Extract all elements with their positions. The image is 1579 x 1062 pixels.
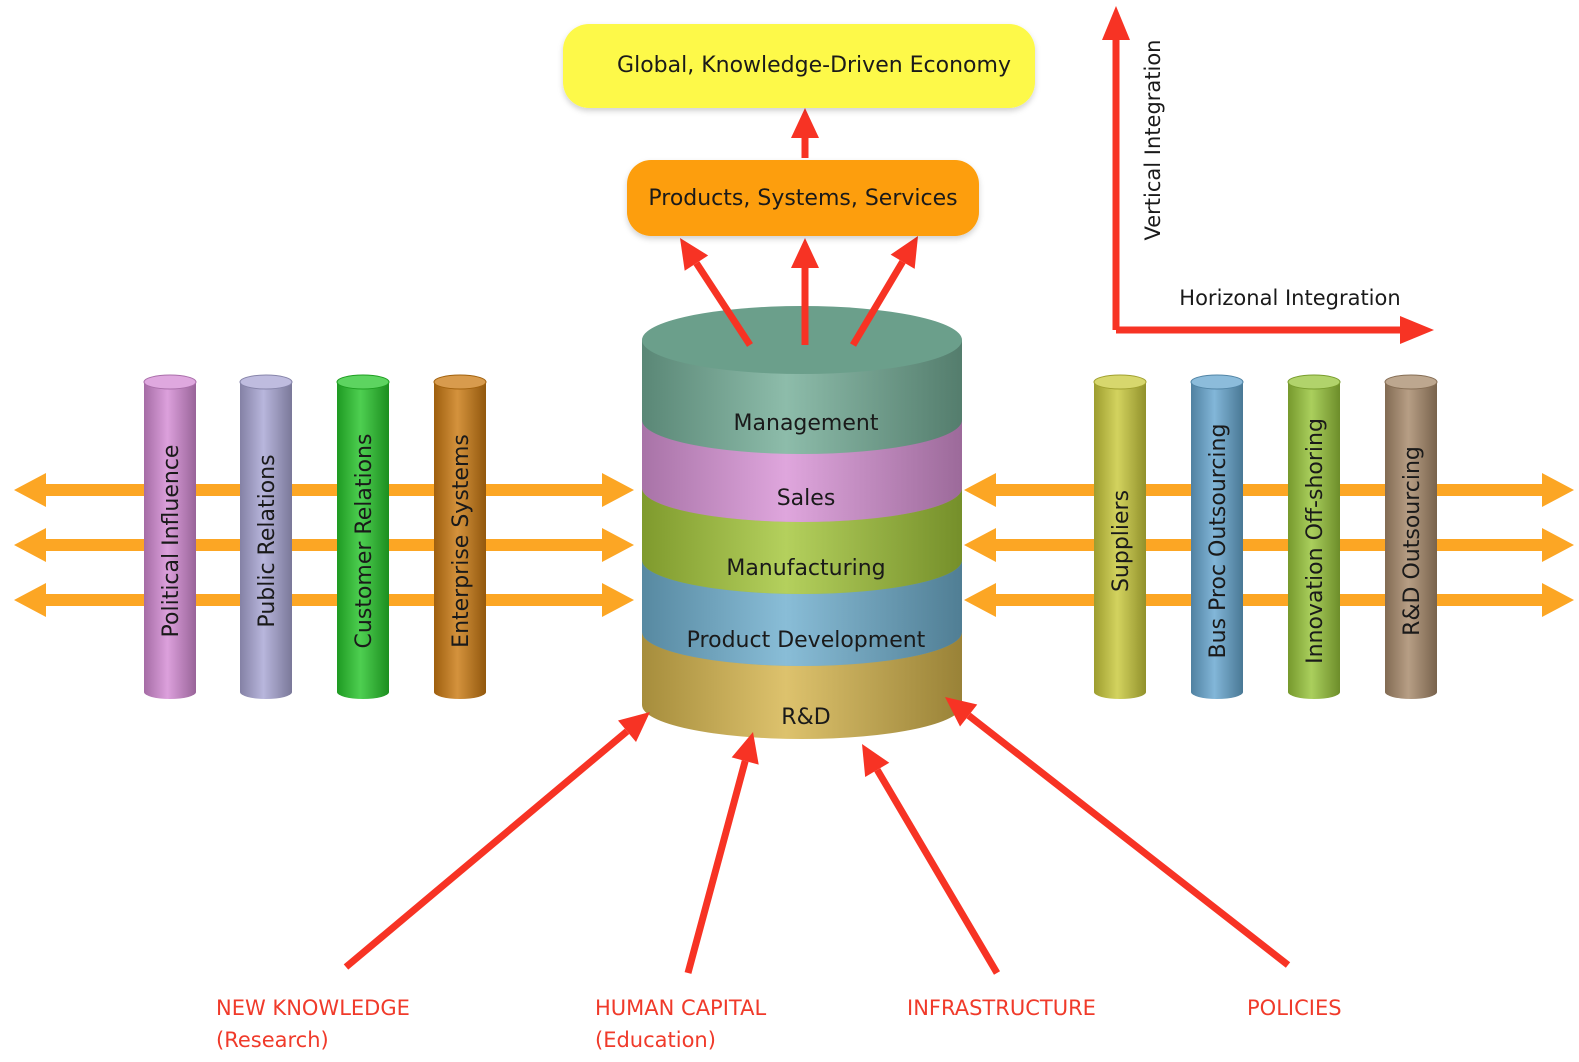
left-pillar-label: Customer Relations xyxy=(352,434,377,649)
right-pillar-body xyxy=(1288,382,1340,699)
stack-layer-label: Sales xyxy=(777,486,836,511)
left-pillar-1: Political Influence xyxy=(143,374,197,699)
human-capital-label: HUMAN CAPITAL xyxy=(595,996,766,1020)
left-pillar-body xyxy=(434,382,486,699)
left-pillar-2: Public Relations xyxy=(239,374,293,699)
left-pillar-top xyxy=(336,374,390,390)
research-label: (Research) xyxy=(216,1028,329,1052)
human-capital-arrow xyxy=(684,732,759,974)
products-label: Products, Systems, Services xyxy=(648,186,957,211)
right-pillar-top xyxy=(1287,374,1341,390)
global-economy-box-shape xyxy=(563,24,1035,108)
right-pillar-label: Bus Proc Outsourcing xyxy=(1206,424,1231,659)
right-pillar-3: Innovation Off-shoring xyxy=(1287,374,1341,699)
stack-to-products-arrow-right xyxy=(849,236,918,347)
vertical-axis-arrowhead xyxy=(1102,6,1130,40)
right-horizontal-arrow-1 xyxy=(964,473,1574,507)
right-pillar-4: R&D Outsourcing xyxy=(1384,374,1438,699)
right-pillar-body xyxy=(1385,382,1437,699)
left-pillars-group: Political Influence Public Relations Custo… xyxy=(143,374,487,699)
right-pillar-label: Innovation Off-shoring xyxy=(1303,418,1328,664)
right-pillars-group: Suppliers Bus Proc Outsourcing Innovation … xyxy=(1093,374,1438,699)
vertical-integration-label: Vertical Integration xyxy=(1141,40,1165,241)
horizontal-integration-label: Horizonal Integration xyxy=(1179,286,1400,310)
left-pillar-label: Enterprise Systems xyxy=(449,434,474,648)
stack-layer-label: Manufacturing xyxy=(726,556,885,581)
left-pillar-label: Political Influence xyxy=(159,445,184,638)
right-pillar-label: Suppliers xyxy=(1109,490,1134,592)
input-labels: NEW KNOWLEDGE (Research) HUMAN CAPITAL (… xyxy=(216,996,1342,1052)
left-pillar-top xyxy=(143,374,197,390)
stack-layer-label: R&D xyxy=(781,705,830,730)
global-economy-label: Global, Knowledge-Driven Economy xyxy=(617,53,1011,78)
right-pillar-top xyxy=(1093,374,1147,390)
left-horizontal-arrow-1 xyxy=(14,473,634,507)
policies-arrow xyxy=(945,697,1291,968)
right-pillar-body xyxy=(1094,382,1146,699)
left-horizontal-arrow-3 xyxy=(14,583,634,617)
horizontal-axis-arrowhead xyxy=(1400,316,1434,344)
left-horizontal-arrow-2 xyxy=(14,528,634,562)
right-horizontal-arrow-2 xyxy=(964,528,1574,562)
axis-lines xyxy=(1112,34,1408,334)
policies-label: POLICIES xyxy=(1247,996,1342,1020)
stack-layer-1: Management xyxy=(642,306,962,454)
right-horizontal-arrow-3 xyxy=(964,583,1574,617)
products-box: Products, Systems, Services xyxy=(627,160,979,236)
left-pillar-4: Enterprise Systems xyxy=(433,374,487,699)
new-knowledge-arrow xyxy=(343,712,650,970)
left-pillar-top xyxy=(239,374,293,390)
stack-layer-label: Product Development xyxy=(687,628,926,653)
right-pillar-1: Suppliers xyxy=(1093,374,1147,699)
right-pillar-label: R&D Outsourcing xyxy=(1400,446,1425,636)
left-pillar-label: Public Relations xyxy=(255,454,280,627)
products-box-shape xyxy=(627,160,979,236)
left-pillar-3: Customer Relations xyxy=(336,374,390,699)
left-pillar-body xyxy=(144,382,196,699)
horizontal-arrows-group xyxy=(14,473,1574,617)
products-to-economy-arrow xyxy=(791,108,819,158)
global-economy-box: Global, Knowledge-Driven Economy xyxy=(563,24,1035,108)
right-pillar-2: Bus Proc Outsourcing xyxy=(1190,374,1244,699)
left-pillar-top xyxy=(433,374,487,390)
right-pillar-top xyxy=(1190,374,1244,390)
right-pillar-body xyxy=(1191,382,1243,699)
integration-axes: Vertical Integration Horizonal Integrati… xyxy=(1102,6,1434,344)
education-label: (Education) xyxy=(595,1028,716,1052)
right-pillar-top xyxy=(1384,374,1438,390)
left-pillar-body xyxy=(240,382,292,699)
stack-to-products-arrow-center xyxy=(791,238,819,345)
vertical-arrows-group xyxy=(343,108,1291,975)
stack-layer-label: Management xyxy=(734,411,879,436)
business-function-stack: R&D Product Development Manufacturing Sales… xyxy=(642,306,962,739)
infrastructure-arrow xyxy=(862,744,1001,975)
stack-to-products-arrow-left xyxy=(680,238,753,347)
infrastructure-label: INFRASTRUCTURE xyxy=(907,996,1096,1020)
left-pillar-body xyxy=(337,382,389,699)
new-knowledge-label: NEW KNOWLEDGE xyxy=(216,996,410,1020)
